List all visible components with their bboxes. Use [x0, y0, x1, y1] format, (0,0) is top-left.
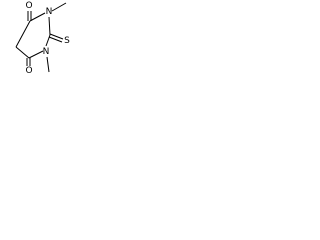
- atom-label-oxygen-bottom: O: [25, 66, 32, 76]
- bond-n3-c2: [48, 16, 51, 36]
- bond-c2-s-a: [49, 33, 64, 40]
- bond-c5-c4: [15, 20, 31, 48]
- bond-n3-methyl: [51, 2, 67, 12]
- atom-label-sulfur: S: [64, 36, 70, 46]
- bond-c2-s-b: [48, 36, 63, 43]
- bond-c4-n3: [29, 12, 46, 22]
- molecule-structure-diagram: O N S N O: [15, 1, 70, 76]
- atom-label-nitrogen-bottom: N: [43, 47, 50, 57]
- atom-label-nitrogen-top: N: [46, 7, 53, 17]
- bond-n1-c6: [28, 50, 44, 59]
- bond-c6-c5: [15, 46, 30, 59]
- atom-label-oxygen-top: O: [25, 1, 32, 11]
- bond-n1-methyl: [46, 56, 50, 73]
